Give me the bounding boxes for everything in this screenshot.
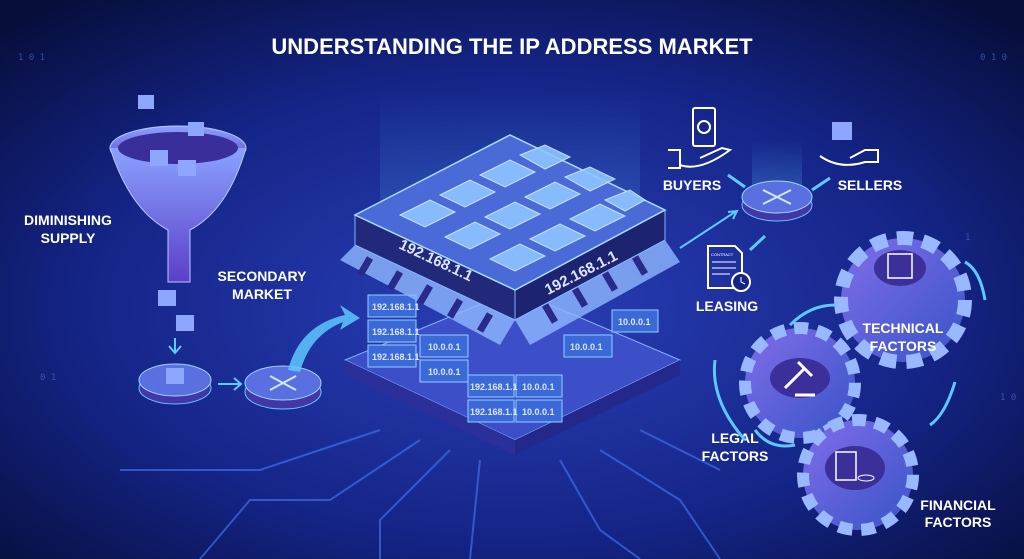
exchange-hub-icon xyxy=(741,140,813,222)
crate-ip: 192.168.1.1 xyxy=(372,327,420,337)
bidirectional-arrow-icon xyxy=(748,234,767,252)
crate-ip: 10.0.0.1 xyxy=(428,367,461,377)
ip-blocks-grid xyxy=(398,144,646,272)
financial-gear-icon xyxy=(797,414,919,536)
crate-ip: 192.168.1.1 xyxy=(470,382,518,392)
server-icon xyxy=(887,253,913,279)
ip-marketplace: 192.168.1.1 192.168.1.1 10.0.0.1 10.0.0.… xyxy=(340,90,682,455)
supply-label-line1: DIMINISHING xyxy=(24,212,112,228)
funnel-icon xyxy=(109,95,247,355)
technical-label-line1: TECHNICAL xyxy=(863,320,944,336)
technical-label-line2: FACTORS xyxy=(870,338,937,354)
arrow-right-icon xyxy=(218,377,243,391)
financial-label-line1: FINANCIAL xyxy=(920,497,996,513)
contract-text: CONTRACT xyxy=(711,252,734,257)
curved-arrow-icon xyxy=(288,305,360,372)
secondary-label-line2: MARKET xyxy=(232,286,292,302)
calculator-icon xyxy=(835,451,857,481)
crate-ip: 10.0.0.1 xyxy=(522,407,555,417)
gavel-icon xyxy=(783,360,815,397)
bidirectional-arrow-icon xyxy=(811,176,831,192)
circuit-traces xyxy=(120,429,721,559)
crate-ip: 10.0.0.1 xyxy=(522,382,555,392)
crate-ip: 10.0.0.1 xyxy=(618,317,651,327)
buyers-label: BUYERS xyxy=(663,177,721,193)
legal-gear-icon xyxy=(739,322,861,444)
coins-icon xyxy=(857,474,875,482)
svg-text:1: 1 xyxy=(965,233,970,243)
buyers-icon xyxy=(668,107,733,169)
crate-ip: 192.168.1.1 xyxy=(372,302,420,312)
cycle-arrows-icon xyxy=(712,260,987,448)
svg-text:1 0: 1 0 xyxy=(1000,393,1016,403)
secondary-label-line1: SECONDARY xyxy=(218,268,308,284)
svg-text:1 0 1: 1 0 1 xyxy=(18,53,45,63)
page-title: UNDERSTANDING THE IP ADDRESS MARKET xyxy=(271,34,753,59)
leasing-label: LEASING xyxy=(696,298,758,314)
financial-label-line2: FACTORS xyxy=(925,514,992,530)
crate-ip: 192.168.1.1 xyxy=(470,407,518,417)
crate-ip: 10.0.0.1 xyxy=(428,342,461,352)
sellers-label: SELLERS xyxy=(838,177,903,193)
exchange-disk-icon xyxy=(244,365,322,410)
arrow-to-hub-icon xyxy=(679,209,739,249)
supply-disk-icon xyxy=(138,363,212,405)
svg-text:0 1: 0 1 xyxy=(40,373,56,383)
legal-label-line1: LEGAL xyxy=(711,430,759,446)
crate-ip: 192.168.1.1 xyxy=(372,352,420,362)
sellers-icon xyxy=(819,122,879,166)
supply-label-line2: SUPPLY xyxy=(41,230,96,246)
legal-label-line2: FACTORS xyxy=(702,448,769,464)
crate-stack xyxy=(367,294,659,423)
svg-text:0 1 0: 0 1 0 xyxy=(980,53,1007,63)
binary-rain-decoration: 1 0 1 0 1 0 1 0 1 0 1 xyxy=(18,53,1016,403)
crate-ip: 10.0.0.1 xyxy=(570,342,603,352)
technical-gear-icon xyxy=(834,231,972,369)
contract-icon: CONTRACT xyxy=(707,245,751,292)
bidirectional-arrow-icon xyxy=(727,173,746,189)
